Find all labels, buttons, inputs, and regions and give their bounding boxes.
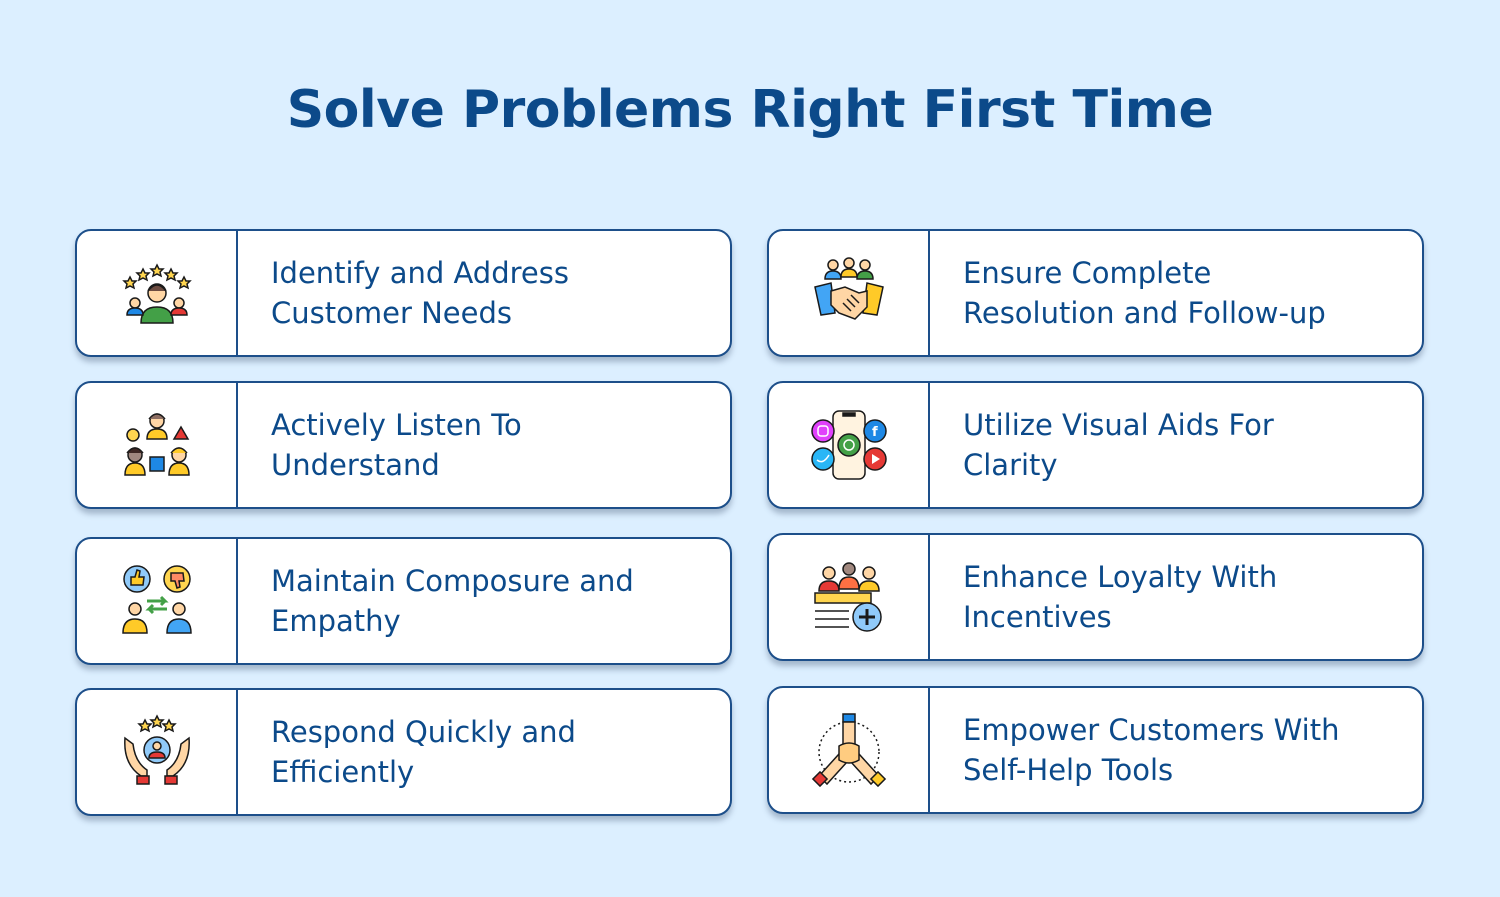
card-icon-cell: [77, 383, 238, 507]
card-label-line: Customer Needs: [271, 296, 512, 330]
card-icon-cell: [769, 688, 930, 812]
card-label-line: Maintain Composure and: [271, 564, 634, 598]
card-label: Actively Listen To Understand: [238, 383, 542, 507]
feedback-exchange-icon: [121, 565, 192, 634]
card-label-line: Utilize Visual Aids For: [963, 408, 1274, 442]
card-icon-cell: f: [769, 383, 930, 507]
card-label-line: Empower Customers With: [963, 713, 1340, 747]
card-label-line: Identify and Address: [271, 256, 569, 290]
card-label-line: Clarity: [963, 448, 1058, 482]
handshake-icon: [813, 257, 884, 320]
card-label-line: Resolution and Follow-up: [963, 296, 1326, 330]
diverse-people-icon: [123, 413, 190, 476]
card-label: Empower Customers With Self-Help Tools: [930, 688, 1359, 812]
card-icon-cell: [769, 231, 930, 355]
card-label: Ensure Complete Resolution and Follow-up: [930, 231, 1346, 355]
card-label: Enhance Loyalty With Incentives: [930, 535, 1297, 659]
card-identify-needs: Identify and Address Customer Needs: [75, 229, 732, 357]
hands-care-icon: [123, 714, 190, 785]
card-icon-cell: [77, 231, 238, 355]
card-icon-cell: [77, 539, 238, 663]
teamwork-hands-icon: [811, 713, 886, 788]
card-label: Respond Quickly and Efficiently: [238, 690, 596, 814]
card-label-line: Ensure Complete: [963, 256, 1212, 290]
card-label: Identify and Address Customer Needs: [238, 231, 589, 355]
card-utilize-visual-aids: f Utilize Visual Aids For Clarity: [767, 381, 1424, 509]
svg-text:f: f: [872, 425, 878, 440]
team-add-icon: [813, 562, 882, 632]
card-respond-quickly: Respond Quickly and Efficiently: [75, 688, 732, 816]
social-media-phone-icon: f: [810, 410, 887, 480]
card-ensure-resolution: Ensure Complete Resolution and Follow-up: [767, 229, 1424, 357]
card-enhance-loyalty: Enhance Loyalty With Incentives: [767, 533, 1424, 661]
card-actively-listen: Actively Listen To Understand: [75, 381, 732, 509]
card-maintain-composure: Maintain Composure and Empathy: [75, 537, 732, 665]
card-label-line: Understand: [271, 448, 440, 482]
card-label-line: Respond Quickly and: [271, 715, 576, 749]
card-label-line: Enhance Loyalty With: [963, 560, 1278, 594]
card-icon-cell: [769, 535, 930, 659]
card-label-line: Actively Listen To: [271, 408, 522, 442]
card-icon-cell: [77, 690, 238, 814]
customer-rating-icon: [121, 263, 192, 324]
card-label-line: Incentives: [963, 600, 1112, 634]
card-label-line: Empathy: [271, 604, 401, 638]
card-label: Utilize Visual Aids For Clarity: [930, 383, 1294, 507]
card-empower-customers: Empower Customers With Self-Help Tools: [767, 686, 1424, 814]
card-label: Maintain Composure and Empathy: [238, 539, 654, 663]
card-label-line: Self-Help Tools: [963, 753, 1174, 787]
card-label-line: Efficiently: [271, 755, 415, 789]
page-title: Solve Problems Right First Time: [286, 80, 1214, 140]
